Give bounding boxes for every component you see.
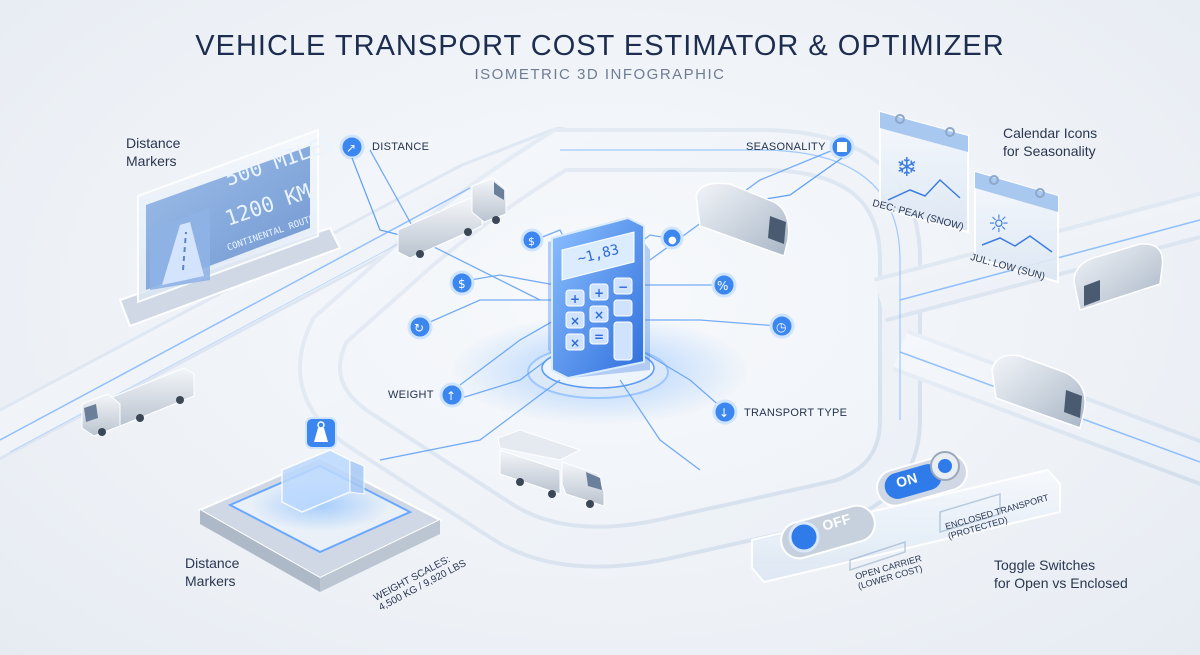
svg-text:$: $ [458, 277, 466, 291]
distance-arrow-icon: ↗ [339, 134, 365, 160]
weight-arrow-icon: ↑ [439, 382, 465, 408]
svg-text:=: = [594, 330, 604, 344]
svg-text:+: + [594, 286, 604, 300]
toggle-off-switch[interactable] [777, 501, 879, 562]
svg-text:↻: ↻ [414, 321, 424, 335]
caption-distance-markers-top: Distance Markers [126, 135, 181, 169]
svg-text:$: $ [528, 235, 535, 248]
truck-top [397, 177, 507, 259]
percent-icon: % [711, 272, 737, 298]
svg-text:↓: ↓ [719, 406, 729, 420]
enclosed-trailer-right-bottom [991, 354, 1086, 429]
enclosed-trailer-top [695, 182, 790, 257]
svg-text:×: × [594, 308, 604, 322]
dollar-icon: $ [449, 270, 475, 296]
icon-bubbles: $ ↻ $ ● % ◷ ↗ ↑ ↓ [339, 134, 855, 425]
refresh-icon: ↻ [407, 314, 433, 340]
enclosed-carrier-icon [939, 492, 1001, 534]
clock-icon: ◷ [769, 313, 795, 339]
snowflake-icon: ❄ [896, 153, 918, 183]
box-truck-icon [281, 449, 365, 513]
page-title: VEHICLE TRANSPORT COST ESTIMATOR & OPTIM… [195, 30, 1005, 62]
toggle-panel [751, 468, 1061, 584]
svg-text:●: ● [668, 235, 677, 246]
callout-weight: WEIGHT [388, 389, 434, 401]
distance-sign [118, 128, 342, 328]
calendar-jul: ☼ [974, 170, 1059, 284]
drop-icon: ● [660, 226, 684, 250]
svg-text:−: − [618, 280, 628, 294]
enclosed-trailer-right-top [1073, 243, 1164, 311]
calendar-dec: ❄ [879, 110, 969, 234]
svg-text:+: + [570, 292, 580, 306]
calendar-small-icon [829, 134, 855, 160]
callout-distance: DISTANCE [372, 141, 430, 153]
svg-text:◷: ◷ [776, 320, 787, 334]
svg-text:×: × [570, 336, 580, 350]
weight-scale [197, 417, 443, 592]
sun-icon: ☼ [988, 210, 1010, 238]
truck-left [81, 367, 195, 437]
caption-toggle-switches: Toggle Switches for Open vs Enclosed [994, 557, 1128, 591]
svg-text:↗: ↗ [346, 141, 356, 155]
svg-text:%: % [717, 279, 728, 293]
open-carrier-icon [849, 540, 906, 572]
svg-text:↑: ↑ [446, 389, 456, 403]
caption-distance-markers-bottom: Distance Markers [185, 555, 240, 589]
weight-icon [305, 417, 337, 449]
dollar-coin-icon: $ [520, 228, 544, 252]
callout-seasonality: SEASONALITY [746, 141, 826, 153]
caption-calendar: Calendar Icons for Seasonality [1003, 125, 1098, 159]
calculator: ++− ×× ×= [548, 216, 650, 380]
callout-transport-type: TRANSPORT TYPE [744, 407, 848, 419]
svg-text:×: × [570, 314, 580, 328]
transport-arrow-icon: ↓ [712, 399, 738, 425]
truck-bottom [497, 429, 605, 508]
toggle-on-switch[interactable] [873, 450, 971, 510]
page-subtitle: ISOMETRIC 3D INFOGRAPHIC [474, 66, 726, 83]
